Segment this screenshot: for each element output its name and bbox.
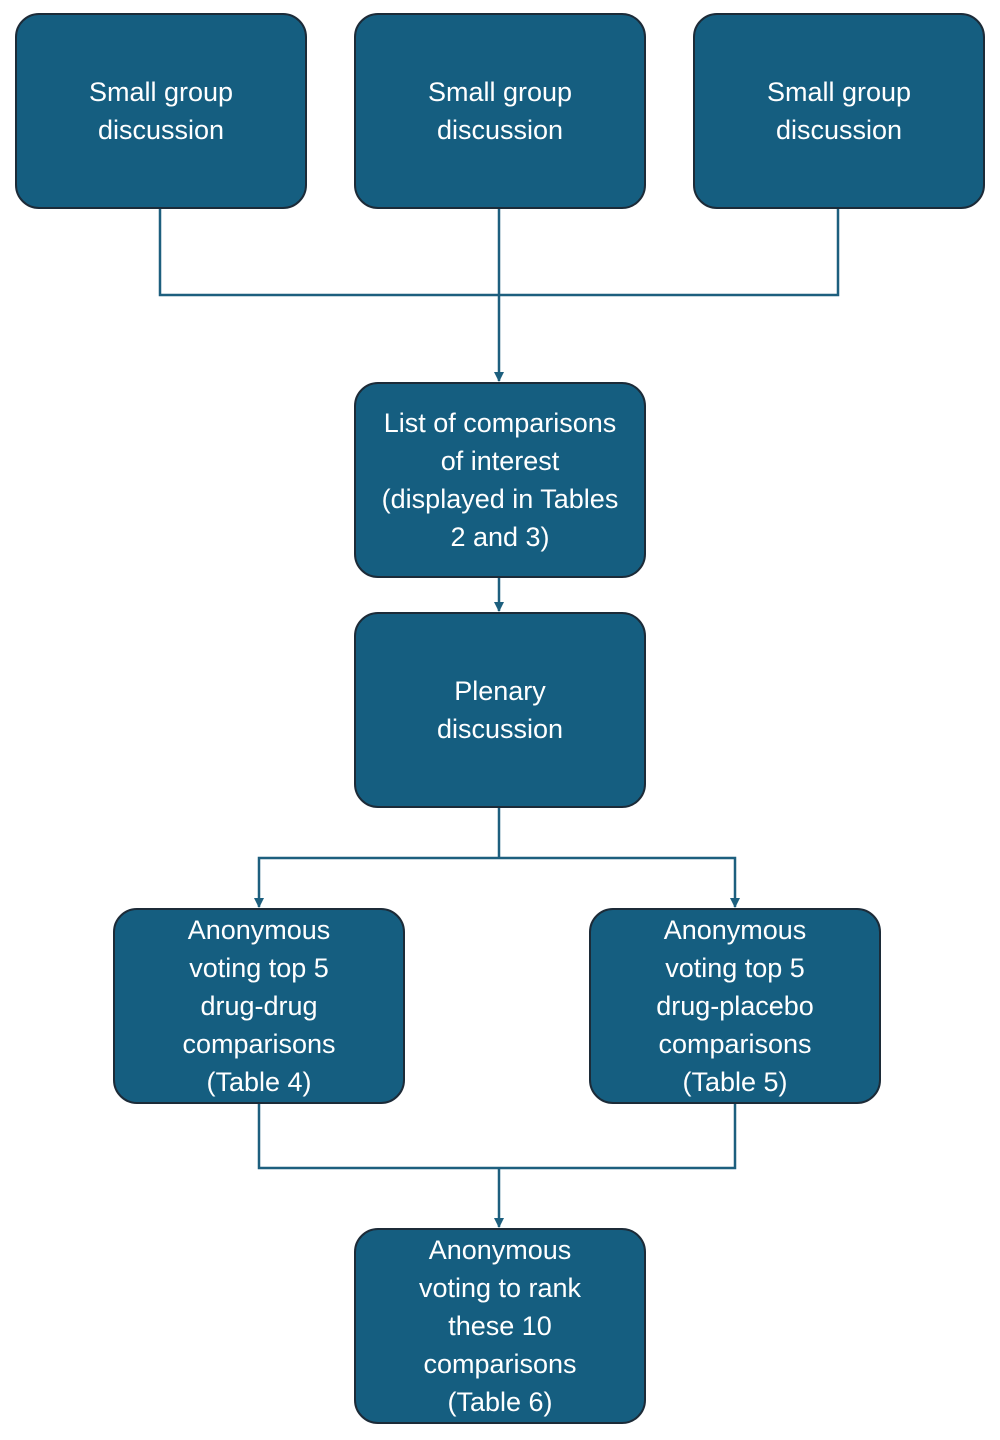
plenary-discussion-box: Plenary discussion — [354, 612, 646, 808]
voting-drug-placebo-box: Anonymous voting top 5 drug-placebo comp… — [589, 908, 881, 1104]
voting-rank-box: Anonymous voting to rank these 10 compar… — [354, 1228, 646, 1424]
voting-rank-label: Anonymous voting to rank these 10 compar… — [418, 1235, 582, 1417]
small-group-discussion-label-2: Small group discussion — [427, 77, 573, 145]
voting-drug-placebo-label: Anonymous voting top 5 drug-placebo comp… — [656, 915, 814, 1097]
list-of-comparisons-label: List of comparisons of interest (display… — [381, 408, 619, 552]
edge-drug-placebo-to-rank — [499, 1104, 737, 1170]
small-group-discussion-label-3: Small group discussion — [766, 77, 912, 145]
edge-drug-drug-to-rank — [257, 1104, 499, 1170]
list-of-comparisons-box: List of comparisons of interest (display… — [354, 382, 646, 578]
edge-small-group-1-to-list — [158, 209, 499, 297]
small-group-discussion-box-1: Small group discussion — [15, 13, 307, 209]
edge-small-group-3-to-list — [499, 209, 840, 297]
voting-drug-drug-label: Anonymous voting top 5 drug-drug compari… — [182, 915, 336, 1097]
small-group-discussion-label-1: Small group discussion — [88, 77, 234, 145]
edge-plenary-to-drug-drug — [254, 856, 499, 908]
edge-plenary-to-drug-placebo — [499, 856, 740, 908]
small-group-discussion-box-2: Small group discussion — [354, 13, 646, 209]
voting-drug-drug-box: Anonymous voting top 5 drug-drug compari… — [113, 908, 405, 1104]
plenary-discussion-label: Plenary discussion — [436, 676, 564, 744]
small-group-discussion-box-3: Small group discussion — [693, 13, 985, 209]
